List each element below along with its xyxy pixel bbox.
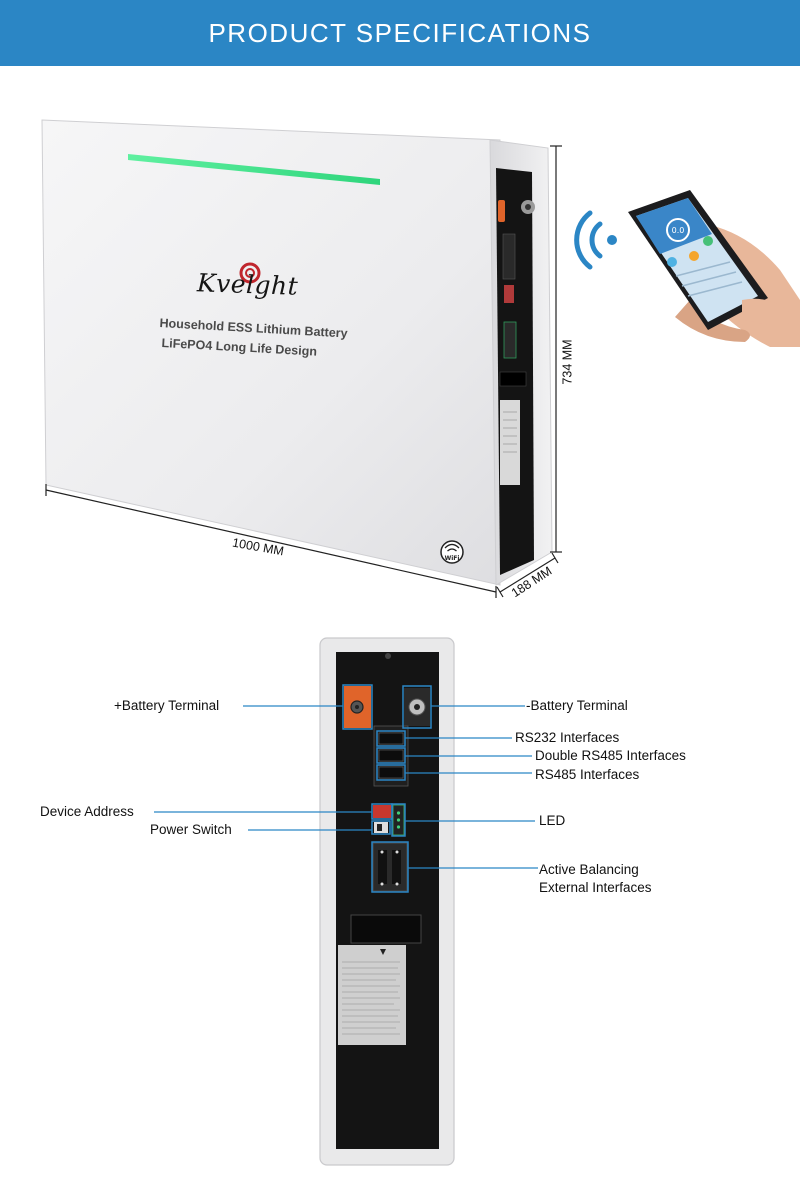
callout-double-rs485: Double RS485 Interfaces <box>535 748 686 763</box>
height-dimension-label: 734 MM <box>560 339 575 385</box>
battery-side-panel <box>496 168 534 575</box>
callout-rs485: RS485 Interfaces <box>535 767 640 782</box>
led-indicator <box>392 804 405 836</box>
callout-negative-terminal: -Battery Terminal <box>526 698 628 713</box>
wifi-badge-icon: WiFi <box>440 540 464 564</box>
callout-power-switch: Power Switch <box>150 822 232 837</box>
callout-leader-lines <box>154 705 538 869</box>
device-address-dip-switch <box>373 805 391 818</box>
active-balancing-connector <box>372 842 408 892</box>
positive-terminal <box>344 686 371 728</box>
callout-highlight-boxes <box>342 684 432 893</box>
callout-active-balancing-line2: External Interfaces <box>539 880 652 895</box>
hand-holding-phone-illustration: 0.0 <box>628 190 800 347</box>
callout-active-balancing-line1: Active Balancing <box>539 862 639 877</box>
led-strip <box>128 154 380 185</box>
battery-perspective-illustration: WiFi 0.0 <box>41 119 800 598</box>
battery-front-face <box>41 119 501 586</box>
brand-name: Kvelght <box>196 268 299 301</box>
port-block <box>373 725 409 787</box>
power-switch <box>374 822 388 833</box>
handle-slot <box>350 914 422 944</box>
wireless-signal-icon <box>574 210 617 270</box>
wifi-badge-text: WiFi <box>445 555 460 562</box>
dimension-lines <box>45 145 562 598</box>
side-black-panel <box>336 652 439 1149</box>
header-banner: PRODUCT SPECIFICATIONS <box>0 0 800 66</box>
callout-rs232: RS232 Interfaces <box>515 730 620 745</box>
page-title: PRODUCT SPECIFICATIONS <box>208 17 592 48</box>
callout-device-address: Device Address <box>40 804 134 819</box>
callout-positive-terminal: +Battery Terminal <box>114 698 220 713</box>
callout-led: LED <box>539 813 566 828</box>
phone-screen-value: 0.0 <box>672 226 685 235</box>
side-housing <box>319 637 455 1166</box>
spec-label-sticker <box>338 945 406 1045</box>
brand-logo-icon <box>239 262 261 284</box>
